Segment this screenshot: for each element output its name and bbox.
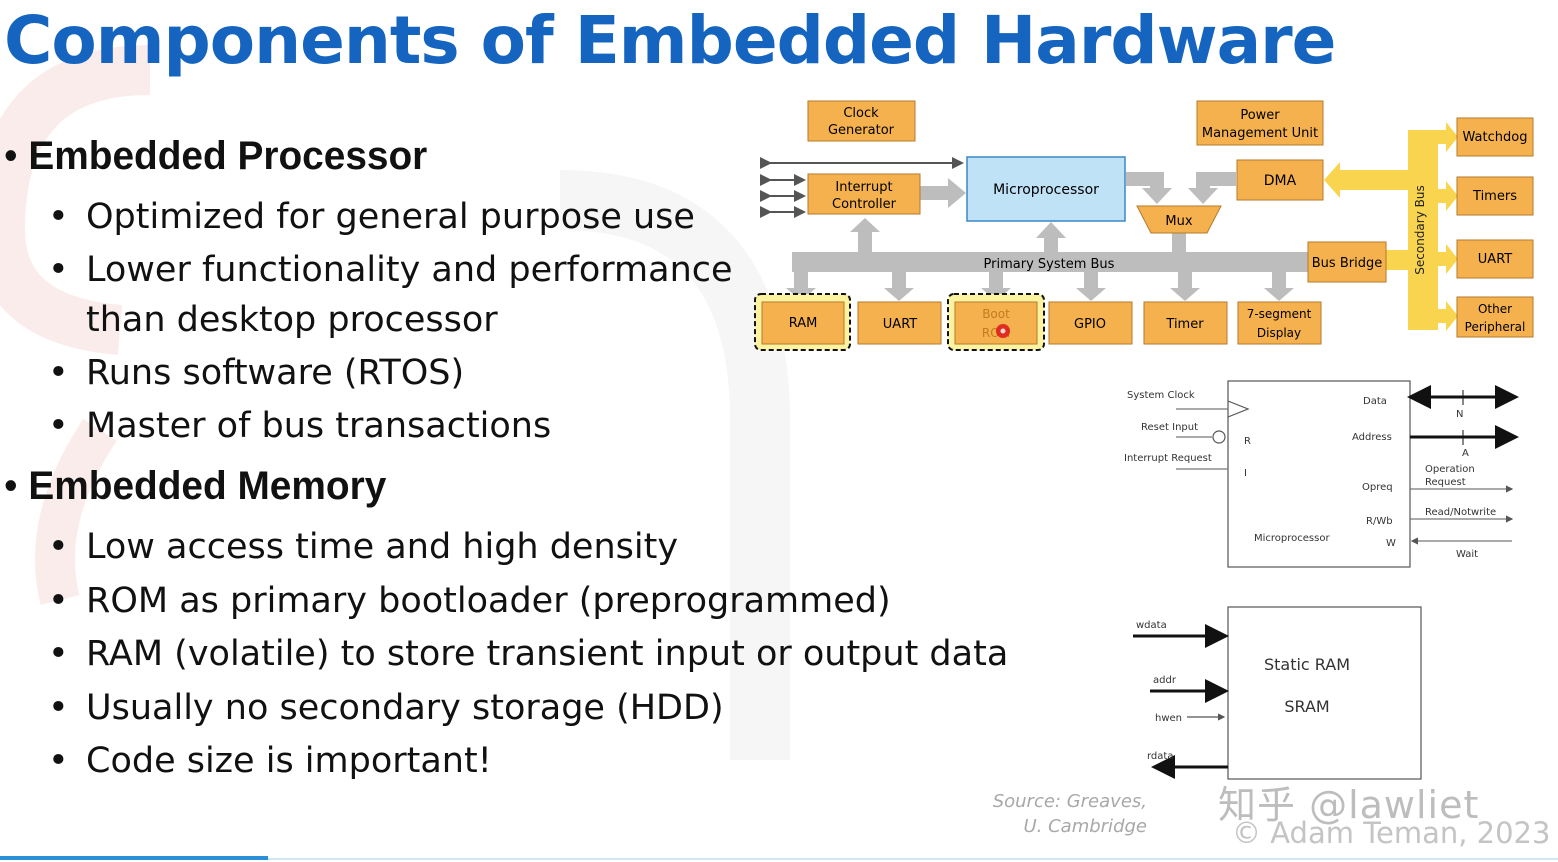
svg-text:Microprocessor: Microprocessor <box>1254 533 1330 544</box>
svg-text:Static RAM: Static RAM <box>1264 655 1350 674</box>
timers-block: Timers <box>1456 176 1534 216</box>
svg-text:UART: UART <box>883 317 917 332</box>
mux-block: Mux <box>1136 205 1222 234</box>
bullet-dot: • <box>4 464 29 508</box>
microprocessor-block: Microprocessor <box>966 156 1126 222</box>
svg-text:Request: Request <box>1425 477 1466 488</box>
svg-text:Wait: Wait <box>1456 549 1478 560</box>
bottom-divider <box>268 858 1558 860</box>
svg-text:Peripheral: Peripheral <box>1465 320 1526 334</box>
svg-text:GPIO: GPIO <box>1074 317 1106 332</box>
svg-text:Management Unit: Management Unit <box>1202 126 1318 141</box>
ram-block: RAM <box>761 301 845 345</box>
bullet-heading-embedded-memory: • Embedded Memory <box>4 464 387 508</box>
dma-block: DMA <box>1236 159 1324 201</box>
svg-text:R/Wb: R/Wb <box>1366 516 1393 527</box>
external-signal-lines <box>760 157 964 218</box>
svg-text:Address: Address <box>1352 432 1392 443</box>
bullet-item: •Lower functionality and performance <box>48 250 733 290</box>
svg-text:Reset Input: Reset Input <box>1141 422 1198 433</box>
zhihu-watermark: 知乎 @lawliet <box>1218 783 1480 827</box>
clock-generator-block: Clock Generator <box>807 100 916 142</box>
svg-text:Timers: Timers <box>1472 189 1517 204</box>
primary-system-bus <box>786 172 1324 301</box>
seven-segment-display-block: 7-segment Display <box>1237 301 1322 345</box>
svg-text:Clock: Clock <box>843 106 879 121</box>
svg-text:Watchdog: Watchdog <box>1463 130 1528 145</box>
uart-block: UART <box>857 301 942 345</box>
svg-text:Display: Display <box>1257 326 1301 340</box>
svg-text:SRAM: SRAM <box>1284 697 1329 716</box>
svg-text:hwen: hwen <box>1155 713 1182 724</box>
bullet-item: •Master of bus transactions <box>48 406 552 446</box>
timer-block: Timer <box>1143 301 1228 345</box>
other-peripheral-block: Other Peripheral <box>1456 296 1534 338</box>
bullet-item: •Runs software (RTOS) <box>48 353 465 393</box>
svg-text:Bus Bridge: Bus Bridge <box>1312 256 1382 271</box>
bullet-item-continuation: than desktop processor <box>86 300 498 340</box>
svg-text:Mux: Mux <box>1165 214 1192 229</box>
source-citation: Source: Greaves, U. Cambridge <box>992 791 1147 837</box>
power-management-unit-block: Power Management Unit <box>1196 100 1324 146</box>
gpio-block: GPIO <box>1048 301 1133 345</box>
slide-title: Components of Embedded Hardware <box>4 2 1336 79</box>
bullet-heading-embedded-processor: • Embedded Processor <box>4 134 428 178</box>
svg-text:Timer: Timer <box>1165 317 1204 332</box>
svg-text:7-segment: 7-segment <box>1247 307 1312 321</box>
svg-text:addr: addr <box>1153 675 1177 686</box>
progress-bar-accent <box>0 856 268 860</box>
svg-text:UART: UART <box>1478 252 1512 267</box>
uart-secondary-block: UART <box>1456 239 1534 279</box>
svg-text:DMA: DMA <box>1264 173 1297 189</box>
svg-text:Other: Other <box>1478 302 1512 316</box>
svg-text:Operation: Operation <box>1425 464 1475 475</box>
bullet-item: •Code size is important! <box>48 741 492 781</box>
boot-rom-block: Boot ROM <box>954 301 1038 345</box>
svg-text:Interrupt: Interrupt <box>835 180 892 195</box>
cpu-interface-diagram: System Clock Reset Input Interrupt Reque… <box>1124 380 1519 568</box>
secondary-bus-label: Secondary Bus <box>1413 185 1427 274</box>
svg-text:A: A <box>1462 448 1469 459</box>
svg-text:Opreq: Opreq <box>1362 482 1393 493</box>
bus-bridge-block: Bus Bridge <box>1307 241 1387 283</box>
bullet-item: •Usually no secondary storage (HDD) <box>48 688 724 728</box>
embedded-hardware-diagram: Secondary Bus Clock Generator Power Mana… <box>754 100 1534 780</box>
svg-text:Power: Power <box>1240 108 1280 123</box>
copyright-notice: © Adam Teman, 2023 <box>1232 816 1551 850</box>
svg-text:Interrupt Request: Interrupt Request <box>1124 453 1212 464</box>
svg-text:System Clock: System Clock <box>1127 390 1195 401</box>
svg-text:Read/Notwrite: Read/Notwrite <box>1425 507 1496 518</box>
svg-text:Generator: Generator <box>828 123 895 138</box>
primary-bus-label: Primary System Bus <box>984 257 1115 272</box>
svg-text:W: W <box>1386 538 1396 549</box>
svg-text:rdata: rdata <box>1147 751 1173 762</box>
svg-text:Microprocessor: Microprocessor <box>993 182 1099 198</box>
secondary-bus <box>1324 122 1458 331</box>
bullet-item: •Low access time and high density <box>48 527 679 567</box>
svg-text:I: I <box>1244 468 1247 479</box>
bullet-dot: • <box>4 134 29 178</box>
svg-text:RAM: RAM <box>789 316 818 331</box>
svg-text:R: R <box>1244 436 1251 447</box>
watchdog-block: Watchdog <box>1456 117 1534 157</box>
bullet-item: •RAM (volatile) to store transient input… <box>48 634 1009 674</box>
bullet-item: •ROM as primary bootloader (preprogramme… <box>48 581 891 621</box>
svg-text:N: N <box>1456 409 1463 420</box>
svg-text:Data: Data <box>1363 396 1387 407</box>
sram-diagram: Static RAM SRAM wdata addr hwen rdata <box>1133 606 1422 780</box>
bullet-item: •Optimized for general purpose use <box>48 197 695 237</box>
interrupt-controller-block: Interrupt Controller <box>807 173 921 215</box>
svg-text:wdata: wdata <box>1136 620 1167 631</box>
svg-text:Controller: Controller <box>832 197 897 212</box>
svg-text:Boot: Boot <box>982 307 1010 321</box>
